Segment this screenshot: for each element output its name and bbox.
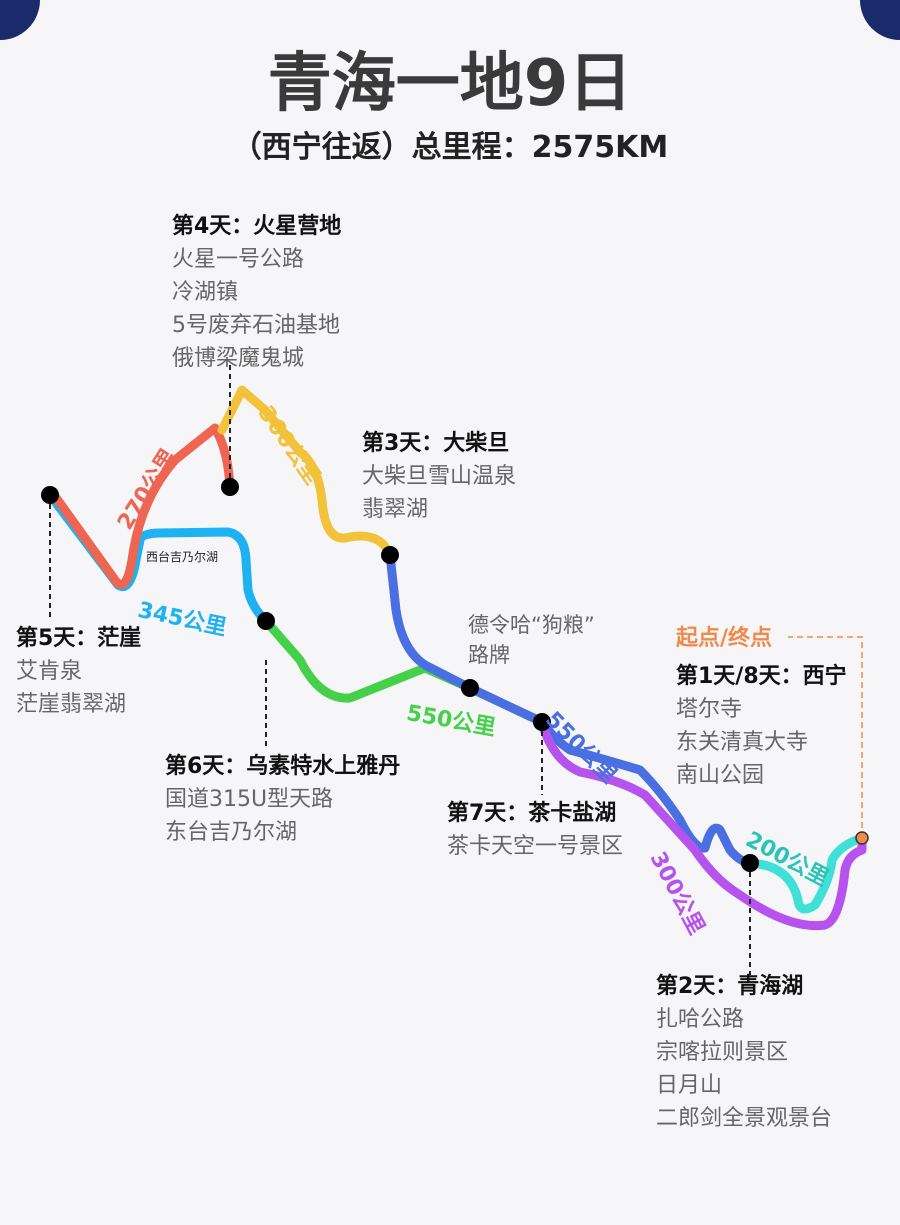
start-end-dashed-line bbox=[788, 636, 863, 838]
day-2-qinghai-lake: 第2天：青海湖 扎哈公路 宗喀拉则景区 日月山 二郎剑全景观景台 bbox=[656, 974, 833, 1131]
stop-marker-chaka bbox=[533, 713, 551, 731]
route-day4-yellow bbox=[217, 385, 395, 560]
start-end-label: 起点/终点 bbox=[676, 626, 773, 651]
stop-marker-dachaidan bbox=[381, 546, 399, 564]
day-4-mars-camp: 第4天：火星营地 火星一号公路 冷湖镇 5号废弃石油基地 俄博梁魔鬼城 bbox=[172, 214, 342, 371]
route-day2-cyan bbox=[745, 833, 867, 914]
stop-marker-mars-camp bbox=[221, 478, 239, 496]
poi-delingha: 德令哈“狗粮” 路牌 bbox=[468, 613, 595, 667]
stop-marker-wusute bbox=[257, 612, 275, 630]
stop-marker-delingha bbox=[461, 679, 479, 697]
page-title: 青海一地9日 bbox=[267, 47, 633, 121]
stop-marker-qinghai-lake bbox=[741, 854, 759, 872]
day-5-mangya: 第5天：茫崖 艾肯泉 茫崖翡翠湖 bbox=[16, 626, 142, 717]
stop-marker-mangya bbox=[41, 486, 59, 504]
start-end-marker bbox=[855, 831, 869, 845]
poi-xitaiji-lake: 西台吉乃尔湖 bbox=[146, 550, 219, 564]
day-1-8-xining: 第1天/8天：西宁 塔尔寺 东关清真大寺 南山公园 bbox=[676, 664, 847, 788]
day-6-wusute-yardang: 第6天：乌素特水上雅丹 国道315U型天路 东台吉乃尔湖 bbox=[165, 754, 401, 845]
page-subtitle: （西宁往返）总里程：2575KM bbox=[231, 130, 669, 165]
route-day6-green bbox=[261, 616, 547, 727]
route-day7-purple bbox=[537, 717, 867, 931]
day-3-dachaidan: 第3天：大柴旦 大柴旦雪山温泉 翡翠湖 bbox=[362, 431, 517, 522]
day-7-chaka-salt-lake: 第7天：茶卡盐湖 茶卡天空一号景区 bbox=[447, 801, 624, 859]
route-day5-red bbox=[47, 423, 235, 589]
